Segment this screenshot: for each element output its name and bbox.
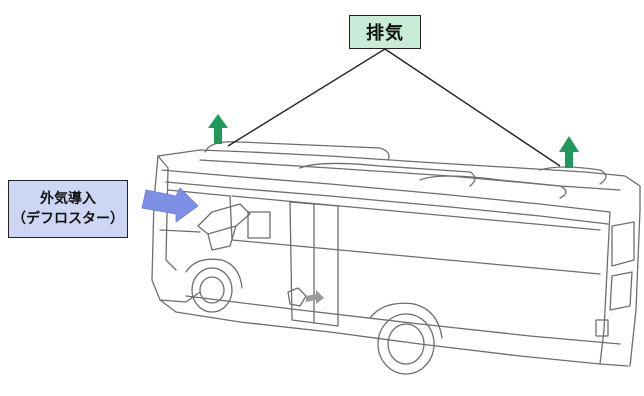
- fresh-air-intake-label: 外気導入 （デフロスター）: [8, 180, 128, 238]
- exhaust-label-text: 排気: [366, 23, 404, 44]
- arrow-up-icon: [208, 114, 228, 144]
- arrow-up-icon: [559, 136, 579, 168]
- intake-label-line1: 外気導入: [40, 191, 96, 207]
- intake-label-line2: （デフロスター）: [12, 211, 124, 227]
- exhaust-leader-line-right: [384, 48, 561, 167]
- exhaust-label: 排気: [349, 15, 421, 49]
- exhaust-leader-line-left: [227, 48, 386, 147]
- bus-body: [151, 141, 641, 375]
- arrow-right-icon: [141, 187, 199, 223]
- arrow-right-icon: [306, 290, 324, 304]
